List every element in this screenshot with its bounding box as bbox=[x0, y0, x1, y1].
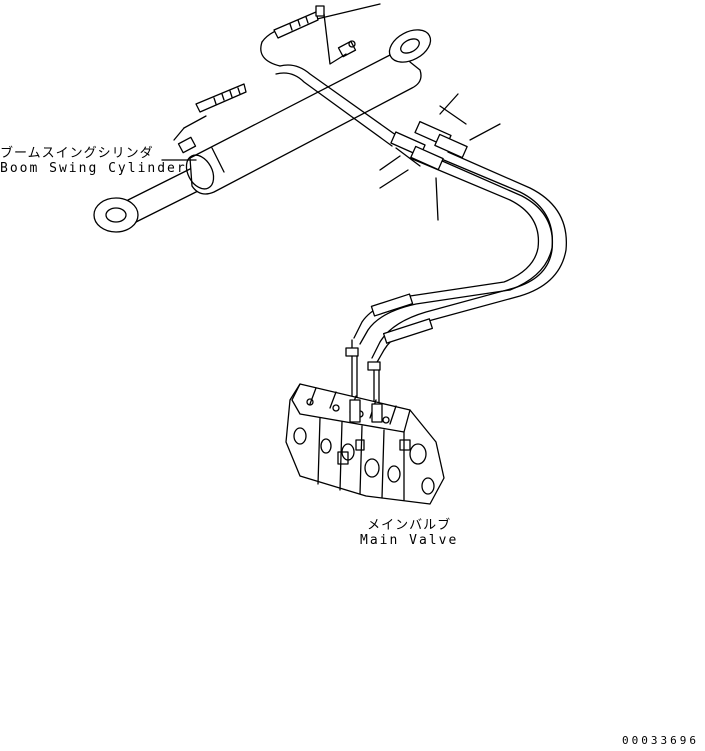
main-valve-label: メインバルブ Main Valve bbox=[360, 514, 458, 548]
boom-swing-cylinder-label: ブームスイングシリンダ Boom Swing Cylinder bbox=[0, 142, 187, 176]
main-valve bbox=[286, 384, 444, 504]
hydraulic-hoses bbox=[276, 65, 566, 404]
main-valve-jp-label: メインバルブ bbox=[367, 518, 452, 533]
boom-swing-cylinder-jp-label: ブームスイングシリンダ bbox=[0, 146, 154, 161]
figure-number: 00033696 bbox=[622, 734, 699, 747]
main-valve-en-label: Main Valve bbox=[360, 533, 459, 548]
bolt-parts bbox=[174, 6, 346, 140]
leader-lines bbox=[380, 94, 500, 220]
boom-swing-cylinder bbox=[94, 4, 436, 232]
boom-swing-cylinder-en-label: Boom Swing Cylinder bbox=[0, 161, 187, 176]
